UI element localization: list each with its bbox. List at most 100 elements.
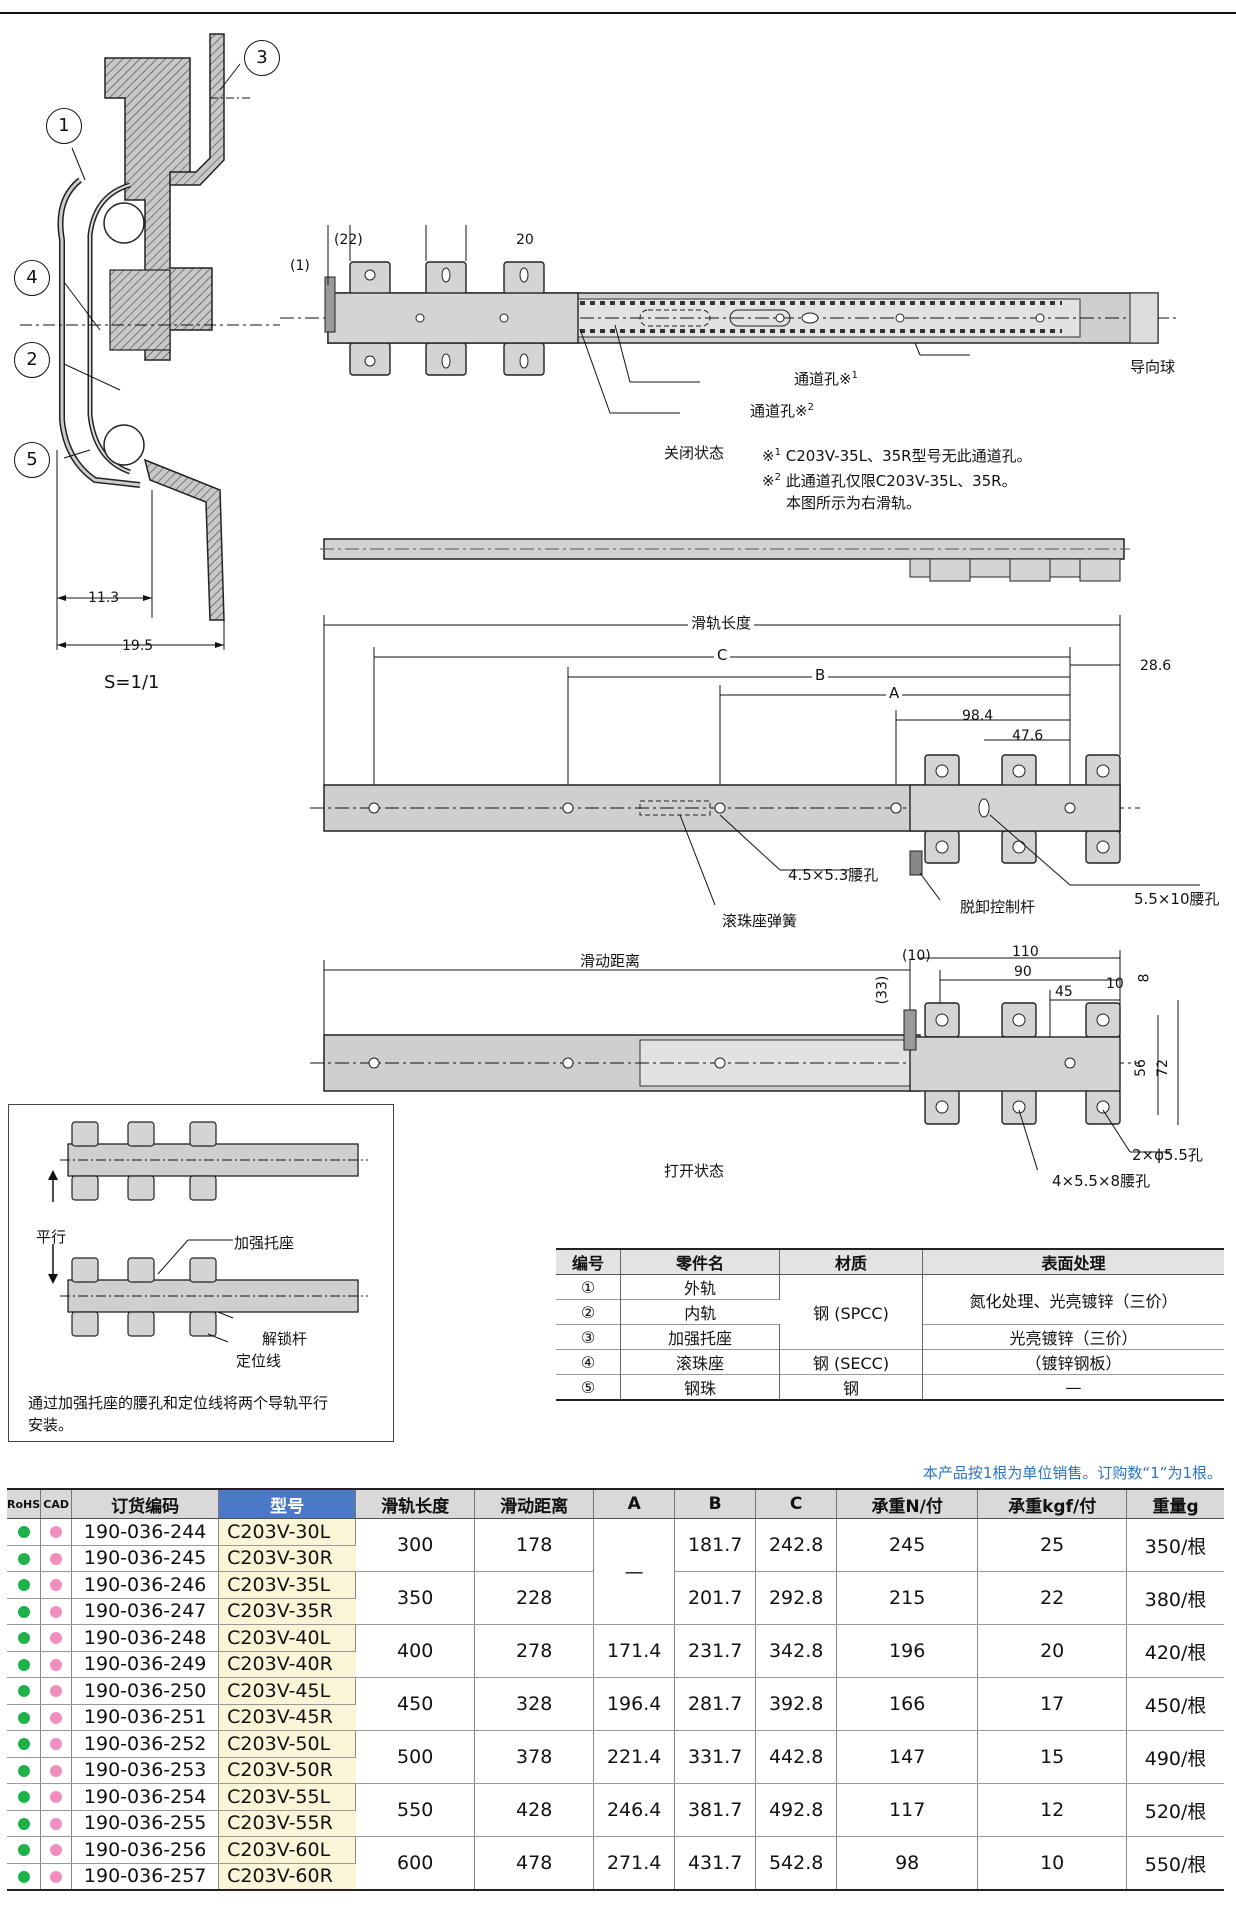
rohs-dot xyxy=(17,1870,30,1883)
dim-11-3: 11.3 xyxy=(88,590,120,606)
cell-len: 300 xyxy=(355,1518,476,1572)
cell-len: 500 xyxy=(355,1730,476,1784)
cell-w: 520/根 xyxy=(1126,1783,1224,1837)
model-cell[interactable]: C203V-50R xyxy=(218,1757,356,1784)
cad-cell xyxy=(40,1810,73,1837)
dim-c-label: C xyxy=(714,646,731,664)
table-row: ④ 滚珠座 钢 (SECC) （镀锌钢板） xyxy=(556,1349,1224,1375)
order-note: 本产品按1根为单位销售。订购数“1”为1根。 xyxy=(922,1464,1222,1482)
col-weight: 重量g xyxy=(1126,1489,1224,1519)
rohs-cell xyxy=(7,1598,42,1625)
model-cell[interactable]: C203V-40R xyxy=(218,1651,356,1678)
rohs-dot xyxy=(17,1579,30,1592)
dim-8: 8 xyxy=(1136,973,1153,983)
model-cell[interactable]: C203V-60L xyxy=(218,1836,357,1864)
dim-72: 72 xyxy=(1154,1059,1171,1077)
cad-dot xyxy=(50,1764,63,1777)
callout-5: 5 xyxy=(14,442,50,478)
cell-a: 171.4 xyxy=(593,1624,676,1678)
lever-label: 脱卸控制杆 xyxy=(960,898,1036,916)
cell-n: 166 xyxy=(836,1677,979,1731)
model-cell[interactable]: C203V-35L xyxy=(218,1571,357,1599)
cell-w: 550/根 xyxy=(1126,1836,1224,1891)
closed-notes: ※1 C203V-35L、35R型号无此通道孔。 ※2 此通道孔仅限C203V-… xyxy=(762,447,1032,512)
cell-w: 420/根 xyxy=(1126,1624,1224,1678)
hole-label-2: 通道孔※2 xyxy=(750,402,814,420)
cad-dot xyxy=(50,1685,63,1698)
rohs-dot xyxy=(17,1764,30,1777)
order-code: 190-036-252 xyxy=(71,1730,220,1758)
open-state-label: 打开状态 xyxy=(664,1162,725,1180)
rohs-dot xyxy=(17,1632,30,1645)
cell-travel: 328 xyxy=(474,1677,595,1731)
bracket-label: 加强托座 xyxy=(234,1234,295,1252)
model-cell[interactable]: C203V-30L xyxy=(218,1518,357,1546)
order-code: 190-036-250 xyxy=(71,1677,220,1705)
cell-len: 550 xyxy=(355,1783,476,1837)
dim-10: 10 xyxy=(1106,976,1124,992)
cad-cell xyxy=(40,1863,73,1891)
model-cell[interactable]: C203V-45R xyxy=(218,1704,356,1731)
cad-dot xyxy=(50,1552,63,1565)
cell-travel: 228 xyxy=(474,1571,595,1625)
cell-b: 231.7 xyxy=(674,1624,757,1678)
rohs-cell xyxy=(7,1704,42,1731)
model-cell[interactable]: C203V-55L xyxy=(218,1783,357,1811)
dim-1: (1) xyxy=(290,258,310,274)
cell-travel: 478 xyxy=(474,1836,595,1891)
col-c: C xyxy=(755,1489,838,1519)
col-a: A xyxy=(593,1489,676,1519)
slot-small-label: 4.5×5.3腰孔 xyxy=(788,866,879,884)
model-cell[interactable]: C203V-60R xyxy=(218,1863,356,1891)
cad-dot xyxy=(50,1579,63,1592)
cad-cell xyxy=(40,1757,73,1784)
slot-large-label: 5.5×10腰孔 xyxy=(1134,890,1220,908)
model-cell[interactable]: C203V-45L xyxy=(218,1677,357,1705)
cad-dot xyxy=(50,1658,63,1671)
cell-travel: 278 xyxy=(474,1624,595,1678)
cell-b: 181.7 xyxy=(674,1518,757,1572)
model-cell[interactable]: C203V-40L xyxy=(218,1624,357,1652)
scale-label: S=1/1 xyxy=(104,672,160,693)
rohs-dot xyxy=(17,1738,30,1751)
cad-cell xyxy=(40,1598,73,1625)
col-cad: CAD xyxy=(40,1489,73,1519)
cell-n: 245 xyxy=(836,1518,979,1572)
dim-90: 90 xyxy=(1014,964,1032,980)
rohs-cell xyxy=(7,1624,42,1652)
model-cell[interactable]: C203V-35R xyxy=(218,1598,356,1625)
model-cell[interactable]: C203V-50L xyxy=(218,1730,357,1758)
dim-47-6: 47.6 xyxy=(1012,728,1044,744)
dim-b-label: B xyxy=(812,666,829,684)
cell-n: 215 xyxy=(836,1571,979,1625)
order-code: 190-036-246 xyxy=(71,1571,220,1599)
cell-c: 442.8 xyxy=(755,1730,838,1784)
callout-2: 2 xyxy=(14,342,50,378)
col-b: B xyxy=(674,1489,757,1519)
rohs-cell xyxy=(7,1810,42,1837)
rohs-cell xyxy=(7,1836,42,1864)
callout-1: 1 xyxy=(46,108,82,144)
col-rohs: RoHS xyxy=(7,1489,42,1519)
cad-dot xyxy=(50,1605,63,1618)
model-cell[interactable]: C203V-55R xyxy=(218,1810,356,1837)
open-view-drawing xyxy=(310,950,1179,1170)
cell-n: 147 xyxy=(836,1730,979,1784)
side-view-drawing xyxy=(320,538,1130,582)
cell-c: 392.8 xyxy=(755,1677,838,1731)
cell-len: 350 xyxy=(355,1571,476,1625)
cad-dot xyxy=(50,1817,63,1830)
closed-state-drawing xyxy=(280,225,1180,414)
dim-22: (22) xyxy=(334,232,363,248)
rohs-cell xyxy=(7,1863,42,1891)
rohs-cell xyxy=(7,1571,42,1599)
cell-len: 600 xyxy=(355,1836,476,1891)
rohs-cell xyxy=(7,1545,42,1572)
col-surface: 表面处理 xyxy=(922,1249,1224,1275)
cad-cell xyxy=(40,1571,73,1599)
cell-n: 98 xyxy=(836,1836,979,1891)
model-cell[interactable]: C203V-30R xyxy=(218,1545,356,1572)
